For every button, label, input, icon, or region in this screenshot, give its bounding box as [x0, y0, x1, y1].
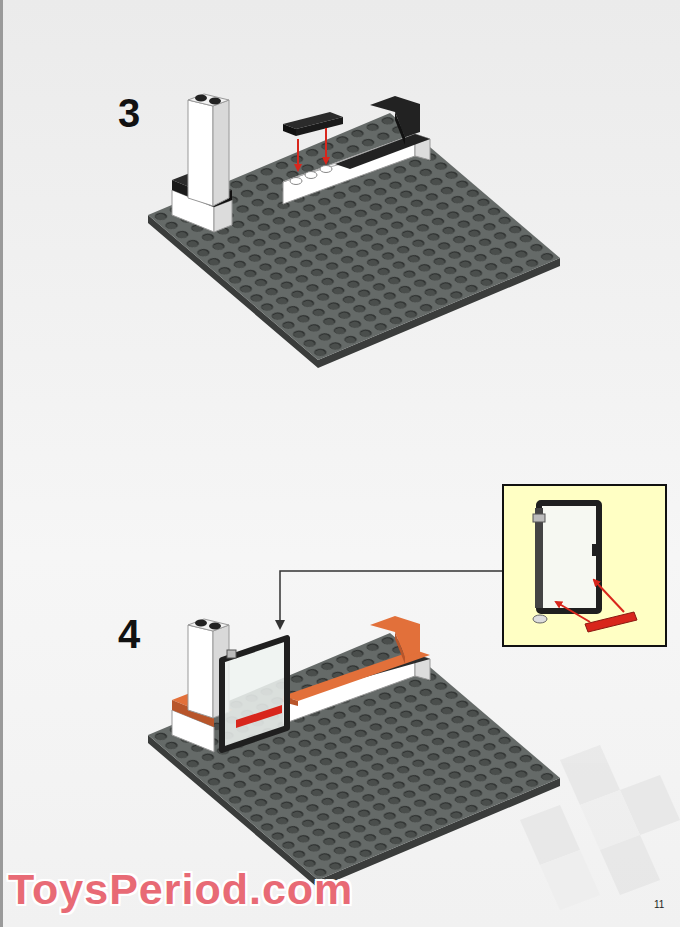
page-number: 11 [654, 900, 664, 910]
step4-bricks [172, 571, 503, 752]
step3-bricks [172, 94, 430, 232]
step-number: 4 [118, 614, 140, 654]
page-edge [0, 0, 3, 927]
callout-inset [503, 485, 666, 646]
step-number: 3 [118, 93, 140, 133]
watermark: ToysPeriod.com [8, 868, 353, 911]
